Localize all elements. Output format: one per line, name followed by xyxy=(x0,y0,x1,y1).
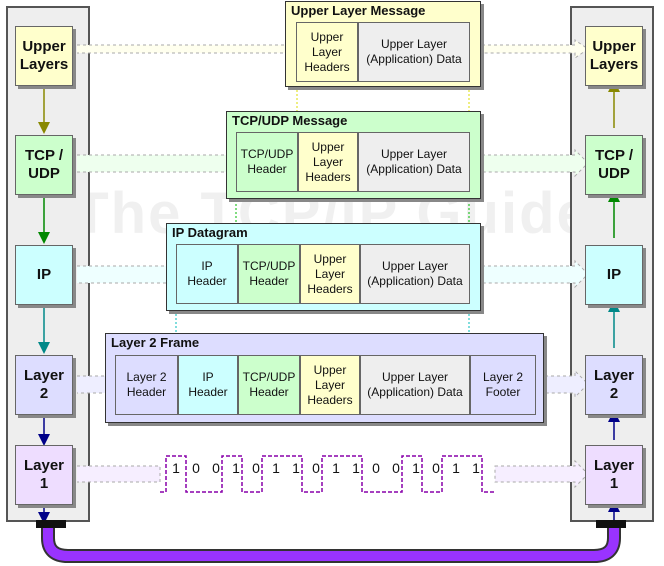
bit-digit: 1 xyxy=(232,460,240,476)
left-connector xyxy=(36,520,66,528)
bit-digit: 1 xyxy=(172,460,180,476)
bit-digit: 0 xyxy=(192,460,200,476)
right-layer-1: Layer 1 xyxy=(585,445,643,505)
ip-dg-headers-cell: Upper Layer Headers xyxy=(300,244,360,304)
right-layer-ip: IP xyxy=(585,245,643,305)
upper-layer-message-title: Upper Layer Message xyxy=(291,3,426,18)
right-layer-tcp-label: TCP / UDP xyxy=(594,147,634,182)
bit-digit: 1 xyxy=(332,460,340,476)
left-layer-tcp-udp: TCP / UDP xyxy=(15,135,73,195)
ip-datagram-title: IP Datagram xyxy=(172,225,248,240)
l2-header-cell: Layer 2 Header xyxy=(115,355,178,415)
right-connector xyxy=(596,520,626,528)
right-layer-upper-label: Upper Layers xyxy=(589,38,639,73)
signal-waveform xyxy=(160,455,495,493)
ip-dg-data-cell: Upper Layer (Application) Data xyxy=(360,244,470,304)
flow-arrow-l2 xyxy=(77,369,589,399)
left-layer-1: Layer 1 xyxy=(15,445,73,505)
left-layer-2-label: Layer 2 xyxy=(23,367,65,402)
ip-dg-tcp-header-cell: TCP/UDP Header xyxy=(238,244,300,304)
tcp-msg-headers-cell: Upper Layer Headers xyxy=(298,132,358,192)
l2-ip-header-cell: IP Header xyxy=(178,355,238,415)
bit-digit: 0 xyxy=(252,460,260,476)
l2-headers-cell: Upper Layer Headers xyxy=(300,355,360,415)
right-layer-1-label: Layer 1 xyxy=(593,457,635,492)
left-layer-tcp-label: TCP / UDP xyxy=(24,147,64,182)
right-layer-2: Layer 2 xyxy=(585,355,643,415)
right-layer-tcp-udp: TCP / UDP xyxy=(585,135,643,195)
bit-digit: 0 xyxy=(312,460,320,476)
left-layer-2: Layer 2 xyxy=(15,355,73,415)
left-layer-1-label: Layer 1 xyxy=(23,457,65,492)
tcp-msg-tcp-header-cell: TCP/UDP Header xyxy=(236,132,298,192)
bit-digit: 1 xyxy=(412,460,420,476)
right-layer-upper: Upper Layers xyxy=(585,26,643,86)
l2-tcp-header-cell: TCP/UDP Header xyxy=(238,355,300,415)
left-layer-ip: IP xyxy=(15,245,73,305)
bit-digit: 1 xyxy=(452,460,460,476)
flow-arrow-ip xyxy=(77,259,589,289)
tcp-msg-data-cell: Upper Layer (Application) Data xyxy=(358,132,470,192)
bit-digit: 1 xyxy=(472,460,480,476)
left-layer-upper-label: Upper Layers xyxy=(19,38,69,73)
bit-digit: 0 xyxy=(392,460,400,476)
upper-msg-headers-cell: Upper Layer Headers xyxy=(296,22,358,82)
flow-arrow-l1 xyxy=(77,459,589,489)
left-layer-ip-label: IP xyxy=(36,266,52,283)
layer2-frame-title: Layer 2 Frame xyxy=(111,335,200,350)
right-layer-ip-label: IP xyxy=(606,266,622,283)
l2-data-cell: Upper Layer (Application) Data xyxy=(360,355,470,415)
bit-digit: 1 xyxy=(272,460,280,476)
upper-msg-data-cell: Upper Layer (Application) Data xyxy=(358,22,470,82)
tcp-udp-message-title: TCP/UDP Message xyxy=(232,113,348,128)
right-layer-2-label: Layer 2 xyxy=(593,367,635,402)
bit-digit: 0 xyxy=(212,460,220,476)
bit-digit: 0 xyxy=(432,460,440,476)
bit-digit: 0 xyxy=(372,460,380,476)
l2-footer-cell: Layer 2 Footer xyxy=(470,355,536,415)
ip-dg-ip-header-cell: IP Header xyxy=(176,244,238,304)
bit-digit: 1 xyxy=(292,460,300,476)
bit-digit: 1 xyxy=(352,460,360,476)
left-layer-upper: Upper Layers xyxy=(15,26,73,86)
